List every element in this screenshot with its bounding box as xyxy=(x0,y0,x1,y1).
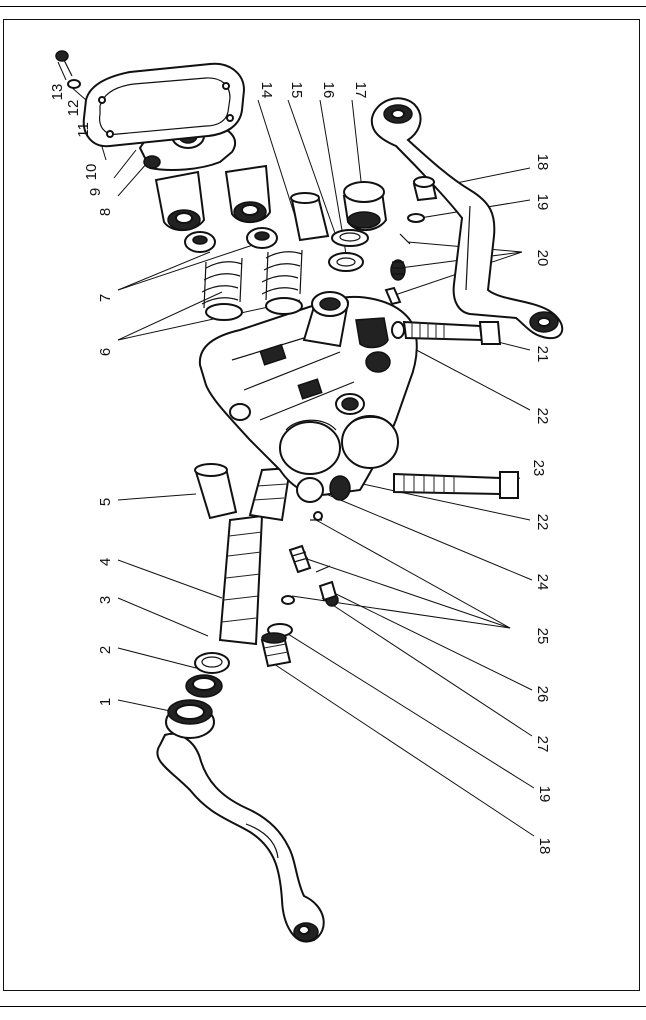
part-11-cover-plate xyxy=(82,62,246,148)
part-7-springs xyxy=(201,249,303,309)
part-25-spring-assembly xyxy=(281,519,331,605)
part-4-sector-shaft xyxy=(218,466,292,646)
part-15-washer xyxy=(331,229,369,247)
part-23-bolt xyxy=(393,471,519,499)
callout-6: 6 xyxy=(97,348,114,356)
part-1-cap xyxy=(165,699,215,739)
callout-16: 16 xyxy=(320,82,337,99)
callout-22-upper: 22 xyxy=(534,408,551,425)
callout-2: 2 xyxy=(97,646,114,654)
part-27-plug xyxy=(318,580,338,602)
callout-23: 23 xyxy=(530,460,547,477)
part-6-spring-caps xyxy=(184,227,303,321)
callout-7: 7 xyxy=(97,294,114,302)
callout-5: 5 xyxy=(97,498,114,506)
callout-21: 21 xyxy=(534,346,551,363)
callout-17: 17 xyxy=(352,82,369,99)
figure-frame xyxy=(3,19,640,991)
callout-22-lower: 22 xyxy=(534,514,551,531)
housing-plug xyxy=(355,317,389,349)
part-8-pistons xyxy=(154,164,272,231)
part-18-plug-upper xyxy=(412,176,438,202)
callout-19-upper: 19 xyxy=(534,194,551,211)
callout-11: 11 xyxy=(75,122,92,138)
callout-14: 14 xyxy=(258,82,275,99)
part-16-seal xyxy=(328,252,364,272)
callout-19-lower: 19 xyxy=(536,786,553,803)
callout-18-lower: 18 xyxy=(536,838,553,855)
pitman-arm-lower xyxy=(156,732,325,943)
callout-20: 20 xyxy=(534,250,551,267)
part-24-ball xyxy=(313,511,323,521)
part-19-ring-upper xyxy=(407,213,425,223)
callout-24: 24 xyxy=(534,574,551,591)
callout-3: 3 xyxy=(97,596,114,604)
part-18-plug-lower xyxy=(260,632,292,668)
callout-8: 8 xyxy=(97,208,114,216)
callout-10: 10 xyxy=(83,164,100,181)
top-page-rule xyxy=(0,6,646,7)
callout-25: 25 xyxy=(534,628,551,645)
part-3-seal xyxy=(194,652,230,674)
part-13-screw xyxy=(55,50,73,77)
part-12-washer xyxy=(67,79,81,89)
part-17-nut xyxy=(342,181,388,231)
callout-9: 9 xyxy=(87,188,104,196)
callout-15: 15 xyxy=(288,82,305,99)
bottom-page-rule xyxy=(0,1006,646,1007)
part-20-valve-parts xyxy=(384,233,411,306)
callout-1: 1 xyxy=(97,698,114,706)
callout-12: 12 xyxy=(65,100,82,117)
callout-27: 27 xyxy=(534,736,551,753)
part-14-bushing xyxy=(290,192,330,242)
pitman-arm-upper xyxy=(370,97,564,340)
callout-13: 13 xyxy=(49,84,66,101)
callout-labels: 1 2 3 4 5 6 7 8 9 10 11 12 13 14 15 16 1… xyxy=(49,82,553,855)
part-5-bushing xyxy=(194,463,238,520)
part-22-ring-upper xyxy=(391,321,405,339)
callout-18-upper: 18 xyxy=(534,154,551,171)
callout-4: 4 xyxy=(97,558,114,566)
part-2-washer xyxy=(185,674,223,698)
steering-gear-housing xyxy=(198,291,418,503)
part-21-bolt xyxy=(402,320,502,345)
callout-26: 26 xyxy=(534,686,551,703)
